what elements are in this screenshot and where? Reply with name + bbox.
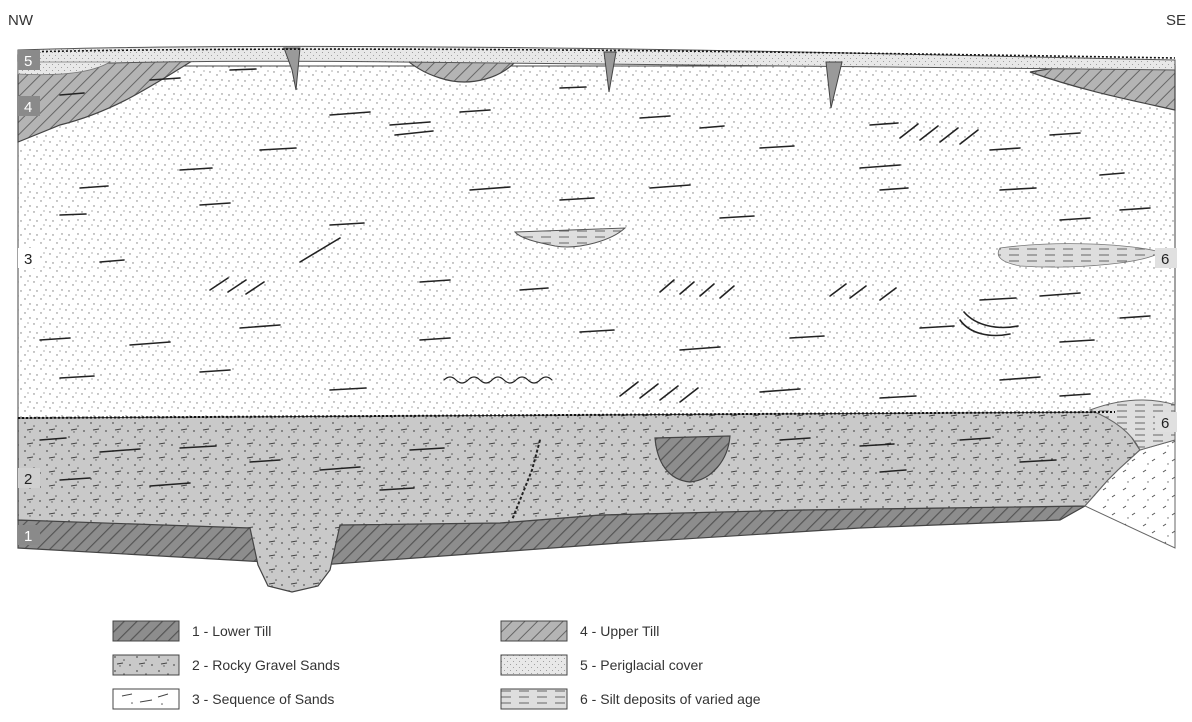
legend-swatch-upper-till (500, 620, 568, 642)
legend-item-lower-till: 1 - Lower Till (112, 620, 271, 642)
marker-6-upper: 6 (1161, 251, 1169, 268)
marker-4: 4 (24, 99, 32, 116)
legend-swatch-sequence-of-sands (112, 688, 180, 710)
legend-label-sequence-of-sands: 3 - Sequence of Sands (192, 691, 334, 707)
legend-item-periglacial-cover: 5 - Periglacial cover (500, 654, 703, 676)
legend-label-silt-deposits: 6 - Silt deposits of varied age (580, 691, 761, 707)
legend-label-rocky-gravel-sands: 2 - Rocky Gravel Sands (192, 657, 340, 673)
marker-2: 2 (24, 471, 32, 488)
marker-1: 1 (24, 528, 32, 545)
legend-swatch-lower-till (112, 620, 180, 642)
marker-3: 3 (24, 251, 32, 268)
legend-item-upper-till: 4 - Upper Till (500, 620, 659, 642)
legend-label-upper-till: 4 - Upper Till (580, 623, 659, 639)
legend-item-rocky-gravel-sands: 2 - Rocky Gravel Sands (112, 654, 340, 676)
legend-swatch-silt-deposits (500, 688, 568, 710)
legend-item-sequence-of-sands: 3 - Sequence of Sands (112, 688, 334, 710)
marker-6-lower: 6 (1161, 415, 1169, 432)
legend-swatch-periglacial-cover (500, 654, 568, 676)
legend-label-lower-till: 1 - Lower Till (192, 623, 271, 639)
legend-label-periglacial-cover: 5 - Periglacial cover (580, 657, 703, 673)
legend: 1 - Lower Till 2 - Rocky Gravel Sands 3 … (112, 620, 672, 720)
legend-swatch-rocky-gravel-sands (112, 654, 180, 676)
geological-cross-section: 5 4 3 2 1 6 6 (0, 0, 1192, 600)
marker-5: 5 (24, 53, 32, 70)
legend-item-silt-deposits: 6 - Silt deposits of varied age (500, 688, 761, 710)
